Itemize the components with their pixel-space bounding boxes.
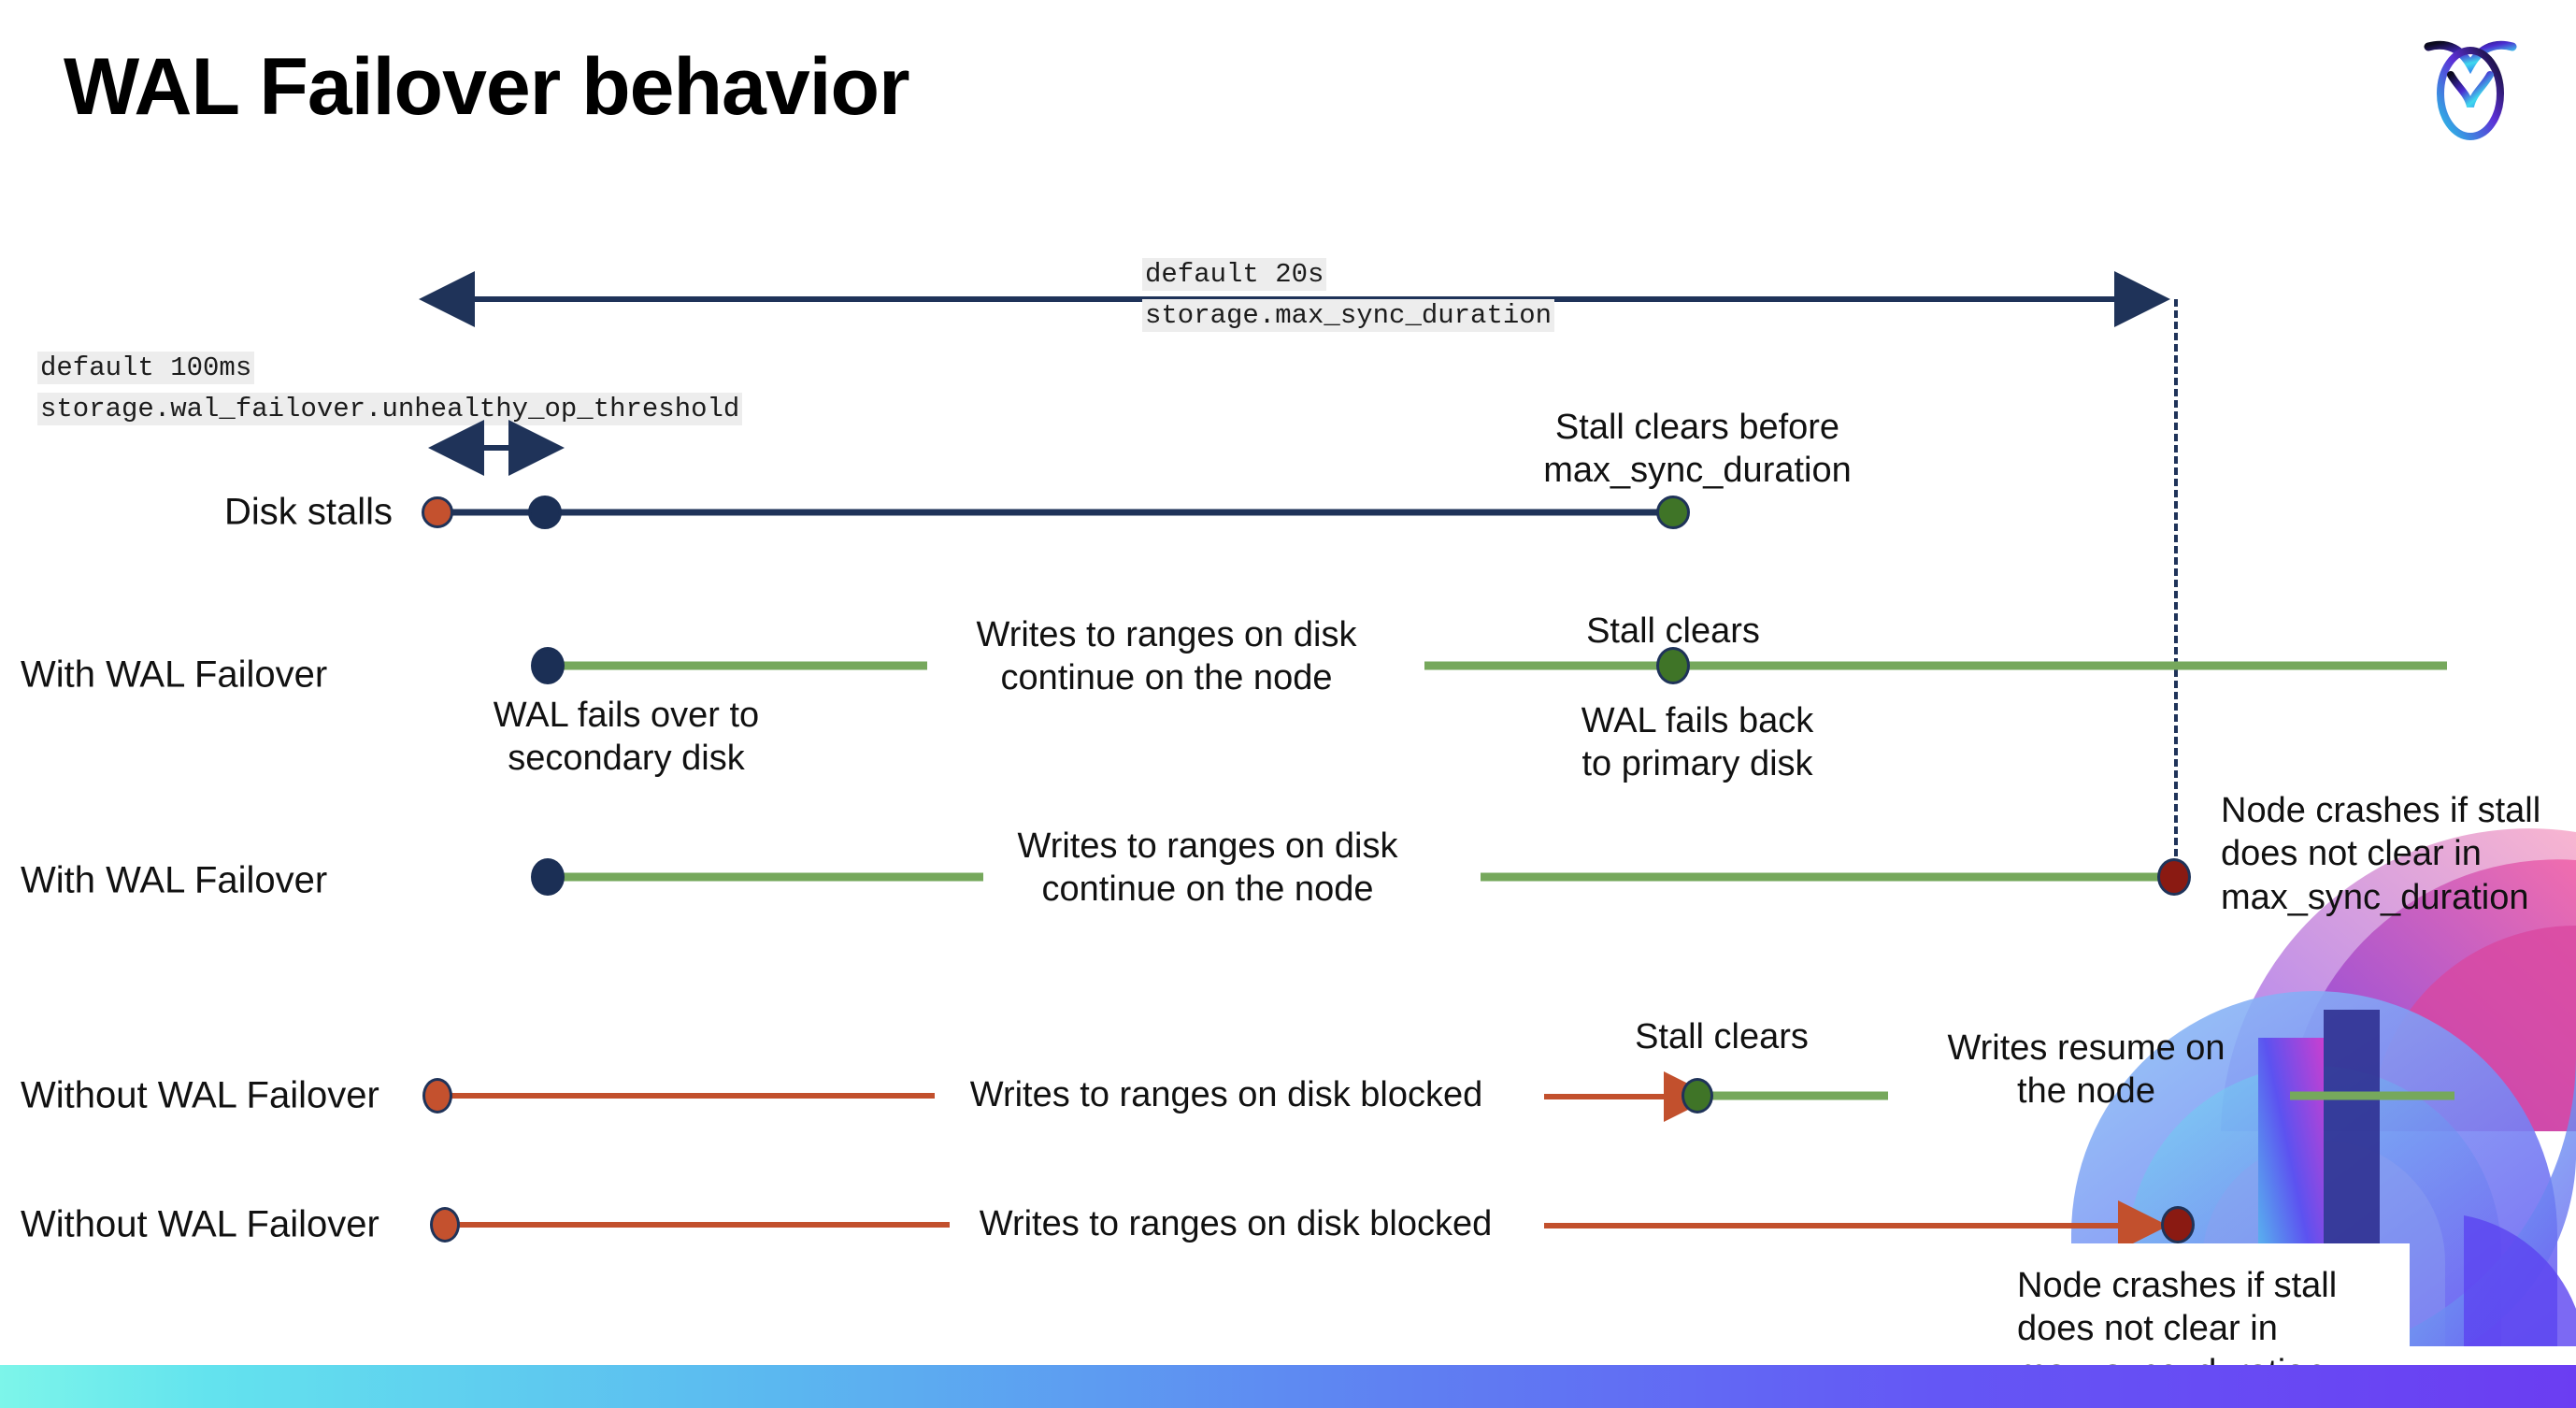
annotation-stall-clears-1: Stall clears (1586, 611, 1760, 651)
bottom-gradient-bar (0, 1365, 2576, 1408)
without-wal-failover-2-start-dot (430, 1207, 460, 1243)
row-label-without-wal-failover-1: Without WAL Failover (21, 1074, 379, 1116)
without-wal-failover-2-blocked-segment-a (445, 1222, 950, 1228)
disk-stalls-clear-dot (1656, 496, 1690, 529)
cockroachdb-logo-icon (2410, 21, 2531, 142)
page-title: WAL Failover behavior (64, 42, 910, 132)
disk-stalls-start-dot (422, 496, 453, 528)
without-wal-failover-2-blocked-arrow (1544, 1200, 2168, 1251)
disk-stalls-threshold-dot (528, 496, 562, 529)
with-wal-failover-2-segment-a (548, 872, 983, 882)
annotation-writes-continue-2: Writes to ranges on disk continue on the… (1017, 826, 1398, 910)
row-label-with-wal-failover-2: With WAL Failover (21, 859, 328, 901)
max-sync-duration-default: default 20s (1142, 258, 1327, 291)
without-wal-failover-1-blocked-arrow (1544, 1071, 1714, 1122)
annotation-writes-blocked-1: Writes to ranges on disk blocked (969, 1075, 1483, 1114)
without-wal-failover-1-resume-segment (1697, 1091, 1888, 1100)
with-wal-failover-2-crash-dot (2157, 858, 2191, 896)
annotation-node-crashes-1: Node crashes if stall does not clear in … (2221, 791, 2541, 917)
without-wal-failover-1-blocked-segment (437, 1093, 935, 1099)
with-wal-failover-1-segment-a (548, 661, 927, 670)
with-wal-failover-1-failover-dot (531, 647, 565, 684)
unhealthy-op-threshold-setting: default 100ms storage.wal_failover.unhea… (37, 348, 743, 430)
disk-stalls-timeline (437, 509, 1673, 516)
without-wal-failover-1-resume-segment-far (2290, 1091, 2454, 1100)
with-wal-failover-1-segment-b (1424, 661, 2447, 670)
row-label-with-wal-failover-1: With WAL Failover (21, 654, 328, 696)
unhealthy-op-threshold-span-arrow (428, 420, 565, 476)
row-label-disk-stalls: Disk stalls (223, 491, 393, 533)
annotation-stall-clears-2: Stall clears (1635, 1017, 1809, 1056)
annotation-wal-fails-back: WAL fails back to primary disk (1581, 701, 1814, 784)
annotation-wal-fails-over: WAL fails over to secondary disk (493, 696, 760, 779)
row-label-without-wal-failover-2: Without WAL Failover (21, 1203, 379, 1245)
annotation-writes-resume: Writes resume on the node (1947, 1028, 2225, 1112)
with-wal-failover-1-clear-dot (1656, 647, 1690, 684)
without-wal-failover-1-clear-dot (1682, 1078, 1713, 1113)
max-sync-duration-deadline-line (2174, 299, 2178, 879)
max-sync-duration-name: storage.max_sync_duration (1142, 299, 1555, 332)
annotation-stall-clears-before: Stall clears before max_sync_duration (1543, 408, 1852, 491)
without-wal-failover-2-crash-dot (2161, 1206, 2195, 1243)
annotation-writes-continue-1: Writes to ranges on disk continue on the… (976, 615, 1357, 698)
annotation-writes-blocked-2: Writes to ranges on disk blocked (979, 1204, 1493, 1243)
without-wal-failover-1-start-dot (422, 1078, 452, 1113)
max-sync-duration-setting: default 20s storage.max_sync_duration (1142, 254, 1555, 337)
with-wal-failover-2-segment-b (1481, 872, 2174, 882)
unhealthy-op-threshold-default: default 100ms (37, 352, 255, 384)
with-wal-failover-2-failover-dot (531, 858, 565, 896)
unhealthy-op-threshold-name: storage.wal_failover.unhealthy_op_thresh… (37, 393, 743, 425)
